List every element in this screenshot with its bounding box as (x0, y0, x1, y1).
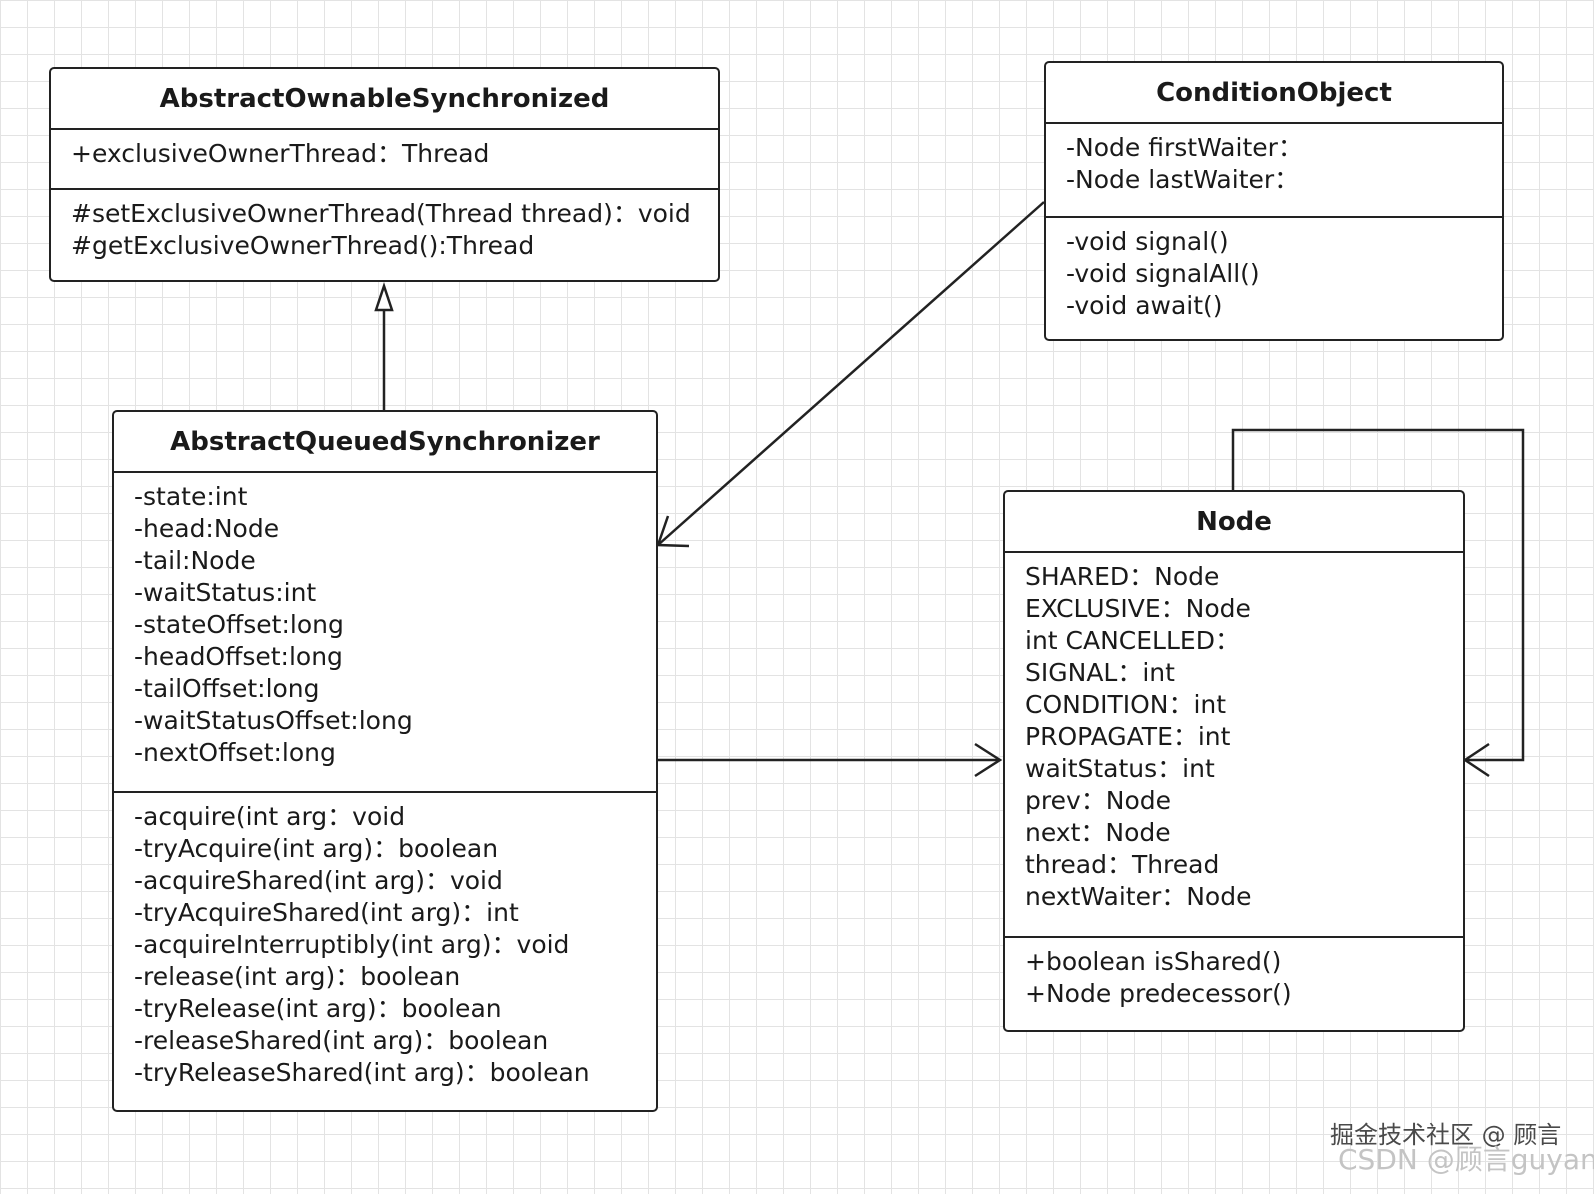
method: -tryRelease(int arg)：boolean (134, 994, 502, 1023)
attribute: -headOffset:long (134, 642, 343, 671)
method: -tryAcquire(int arg)：boolean (134, 834, 499, 863)
condition-to-aqs-line (657, 201, 1045, 546)
attributes-section: -Node firstWaiter： -Node lastWaiter： (1046, 124, 1502, 218)
attribute: SHARED：Node (1025, 562, 1220, 591)
attribute: CONDITION：int (1025, 690, 1227, 719)
class-abstract-queued-synchronizer: AbstractQueuedSynchronizer -state:int -h… (112, 410, 658, 1112)
attribute: -nextOffset:long (134, 738, 336, 767)
attribute: -waitStatus:int (134, 578, 317, 607)
class-abstract-ownable-synchronized: AbstractOwnableSynchronized +exclusiveOw… (49, 67, 720, 282)
attribute: -head:Node (134, 514, 280, 543)
methods-section: +boolean isShared() +Node predecessor() (1005, 938, 1463, 1010)
condition-to-aqs-arrowhead (656, 515, 690, 548)
attribute: -tailOffset:long (134, 674, 320, 703)
inheritance-arrowhead (374, 282, 394, 312)
class-title: AbstractQueuedSynchronizer (114, 412, 656, 473)
attribute: -tail:Node (134, 546, 256, 575)
attributes-section: -state:int -head:Node -tail:Node -waitSt… (114, 473, 656, 793)
attribute: -waitStatusOffset:long (134, 706, 413, 735)
method: -void signalAll() (1066, 259, 1260, 288)
method: -acquireShared(int arg)：void (134, 866, 503, 895)
method: -release(int arg)：boolean (134, 962, 461, 991)
attribute: -Node firstWaiter： (1066, 133, 1303, 162)
method: -acquire(int arg：void (134, 802, 406, 831)
attribute: next：Node (1025, 818, 1171, 847)
method: -void await() (1066, 291, 1223, 320)
attribute: PROPAGATE：int (1025, 722, 1231, 751)
attribute: -Node lastWaiter： (1066, 165, 1300, 194)
class-title: Node (1005, 492, 1463, 553)
node-self-loop-arrowhead (1462, 742, 1490, 778)
attribute: int CANCELLED： (1025, 626, 1240, 655)
method: +Node predecessor() (1025, 979, 1292, 1008)
attribute: SIGNAL：int (1025, 658, 1175, 687)
method: #setExclusiveOwnerThread(Thread thread)：… (71, 199, 691, 228)
methods-section: -acquire(int arg：void -tryAcquire(int ar… (114, 793, 656, 1089)
attribute: prev：Node (1025, 786, 1172, 815)
attributes-section: SHARED：Node EXCLUSIVE：Node int CANCELLED… (1005, 553, 1463, 938)
class-node: Node SHARED：Node EXCLUSIVE：Node int CANC… (1003, 490, 1465, 1032)
methods-section: #setExclusiveOwnerThread(Thread thread)：… (51, 190, 718, 262)
attribute: EXCLUSIVE：Node (1025, 594, 1251, 623)
method: -tryReleaseShared(int arg)：boolean (134, 1058, 590, 1087)
watermark-juejin: 掘金技术社区 @ 顾言 (1330, 1121, 1562, 1149)
attribute: thread：Thread (1025, 850, 1220, 879)
aqs-to-node-arrowhead (974, 742, 1003, 778)
attribute: nextWaiter：Node (1025, 882, 1252, 911)
method: -void signal() (1066, 227, 1229, 256)
attribute: +exclusiveOwnerThread：Thread (71, 139, 490, 168)
attribute: -state:int (134, 482, 248, 511)
method: -tryAcquireShared(int arg)：int (134, 898, 519, 927)
attributes-section: +exclusiveOwnerThread：Thread (51, 130, 718, 190)
method: +boolean isShared() (1025, 947, 1282, 976)
method: #getExclusiveOwnerThread():Thread (71, 231, 535, 260)
attribute: waitStatus：int (1025, 754, 1215, 783)
methods-section: -void signal() -void signalAll() -void a… (1046, 218, 1502, 322)
method: -acquireInterruptibly(int arg)：void (134, 930, 570, 959)
method: -releaseShared(int arg)：boolean (134, 1026, 549, 1055)
class-title: AbstractOwnableSynchronized (51, 69, 718, 130)
watermark-csdn: CSDN @顾言guyan (1338, 1143, 1594, 1176)
class-condition-object: ConditionObject -Node firstWaiter： -Node… (1044, 61, 1504, 341)
node-self-loop-line (1231, 428, 1525, 762)
class-title: ConditionObject (1046, 63, 1502, 124)
attribute: -stateOffset:long (134, 610, 344, 639)
